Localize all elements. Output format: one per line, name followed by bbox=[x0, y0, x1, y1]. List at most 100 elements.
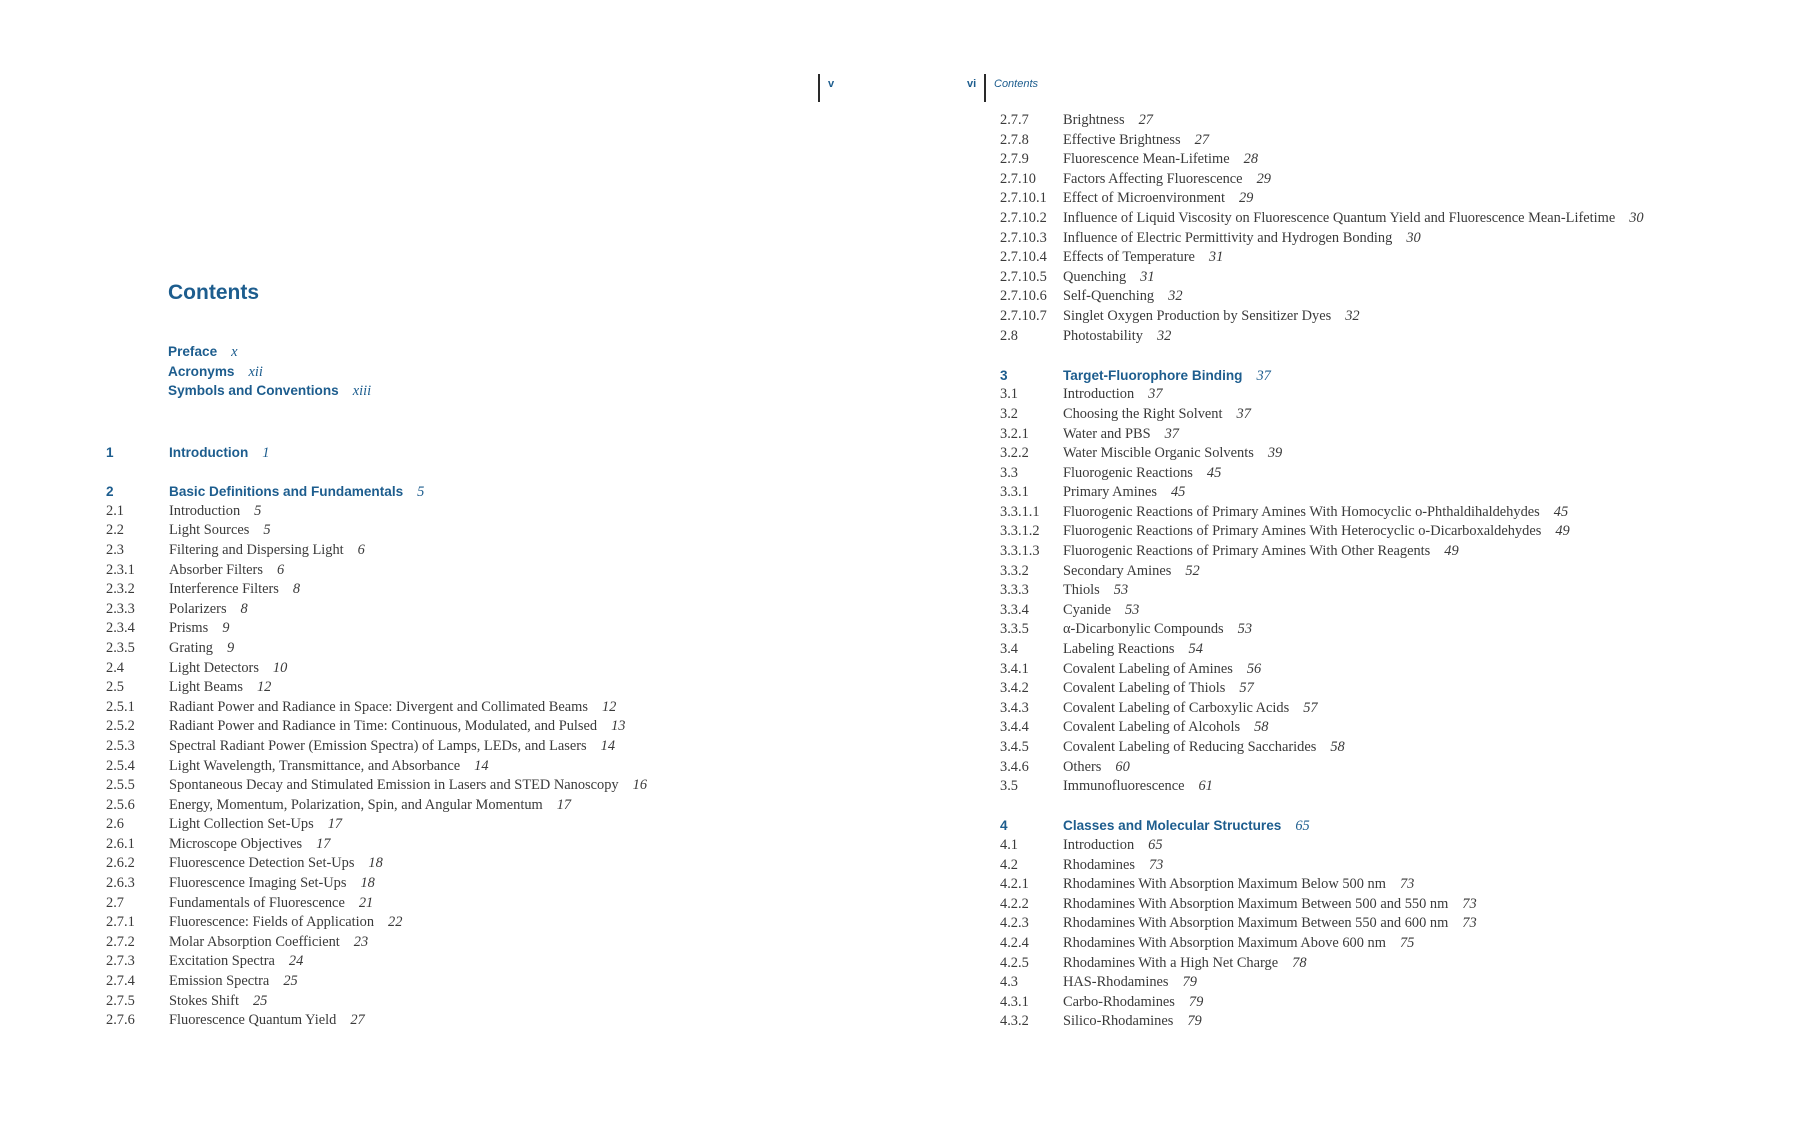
entry-page: 31 bbox=[1208, 249, 1224, 266]
entry-page: 75 bbox=[1399, 934, 1415, 951]
entry-label: Thiols bbox=[1063, 582, 1100, 599]
entry-page: 24 bbox=[288, 953, 304, 970]
entry-page: 65 bbox=[1148, 836, 1163, 853]
entry-text: Influence of Liquid Viscosity on Fluores… bbox=[1063, 209, 1644, 229]
entry-page: 9 bbox=[226, 639, 235, 656]
entry-number: 2.3.5 bbox=[106, 639, 135, 656]
entry-label: Light Wavelength, Transmittance, and Abs… bbox=[169, 757, 461, 774]
entry-label: Photostability bbox=[1063, 327, 1143, 344]
entry-number: 3.3.1 bbox=[1000, 484, 1029, 501]
entry-label: Rhodamines With Absorption Maximum Betwe… bbox=[1063, 915, 1449, 932]
entry-label: Water and PBS bbox=[1063, 425, 1151, 442]
entry-page: 18 bbox=[368, 855, 383, 872]
entry-number: 3.2.2 bbox=[1000, 445, 1029, 462]
entry-label: Symbols and Conventions bbox=[168, 383, 339, 399]
entry-label: Polarizers bbox=[169, 600, 227, 617]
entry-number: 2.7.5 bbox=[106, 992, 135, 1009]
entry-number: 4.1 bbox=[1000, 836, 1018, 853]
entry-page: 27 bbox=[350, 1012, 365, 1029]
entry-number: 2.3.1 bbox=[106, 561, 135, 578]
entry-page: 8 bbox=[292, 581, 301, 598]
entry-text: Radiant Power and Radiance in Space: Div… bbox=[169, 698, 616, 718]
entry-number: 2.7.2 bbox=[106, 933, 135, 950]
entry-label: Spontaneous Decay and Stimulated Emissio… bbox=[169, 777, 619, 794]
entry-number: 4.2.1 bbox=[1000, 876, 1029, 893]
entry-label: Factors Affecting Fluorescence bbox=[1063, 170, 1243, 187]
entry-label: Fluorogenic Reactions bbox=[1063, 464, 1193, 481]
entry-page: 49 bbox=[1444, 543, 1459, 560]
entry-label: Immunofluorescence bbox=[1063, 778, 1185, 795]
entry-label: Primary Amines bbox=[1063, 484, 1157, 501]
entry-number: 2.6 bbox=[106, 816, 124, 833]
entry-label: Prisms bbox=[169, 620, 209, 637]
header-rule bbox=[984, 74, 986, 102]
entry-page: 37 bbox=[1236, 405, 1251, 422]
entry-number: 4.2.2 bbox=[1000, 895, 1029, 912]
entry-page: 10 bbox=[272, 659, 288, 676]
entry-text: Covalent Labeling of Reducing Saccharide… bbox=[1063, 738, 1345, 758]
entry-text: Rhodamines With Absorption Maximum Below… bbox=[1063, 875, 1414, 895]
entry-label: Rhodamines With Absorption Maximum Above… bbox=[1063, 934, 1386, 951]
entry-page: 27 bbox=[1138, 112, 1153, 128]
entry-page: 61 bbox=[1198, 778, 1213, 795]
entry-text: Light Wavelength, Transmittance, and Abs… bbox=[169, 757, 489, 777]
right-page-number: vi bbox=[967, 78, 977, 90]
entry-number: 2.5.1 bbox=[106, 698, 135, 715]
entry-page: 5 bbox=[254, 502, 262, 519]
entry-page: 45 bbox=[1553, 503, 1569, 520]
header-rule bbox=[818, 74, 820, 102]
entry-text: Fluorogenic Reactions of Primary Amines … bbox=[1063, 503, 1568, 523]
entry-label: HAS-Rhodamines bbox=[1063, 974, 1169, 991]
entry-number: 2.7.1 bbox=[106, 914, 135, 931]
entry-text: Spectral Radiant Power (Emission Spectra… bbox=[169, 737, 615, 757]
right-page-header: vi Contents bbox=[960, 74, 1080, 102]
entry-page: 28 bbox=[1243, 151, 1259, 168]
entry-page: 52 bbox=[1185, 562, 1200, 579]
entry-page: 30 bbox=[1629, 209, 1644, 226]
entry-label: Fluorescence: Fields of Application bbox=[169, 914, 375, 931]
entry-label: Effect of Microenvironment bbox=[1063, 190, 1225, 207]
entry-label: Influence of Liquid Viscosity on Fluores… bbox=[1063, 209, 1616, 226]
entry-text: Fluorogenic Reactions of Primary Amines … bbox=[1063, 542, 1459, 562]
entry-page: 22 bbox=[388, 914, 403, 931]
entry-number: 3.2.1 bbox=[1000, 425, 1029, 442]
entry-label: Covalent Labeling of Reducing Saccharide… bbox=[1063, 739, 1317, 755]
entry-number: 3.4.4 bbox=[1000, 719, 1029, 736]
entry-label: Fluorogenic Reactions of Primary Amines … bbox=[1063, 503, 1540, 520]
entry-number: 3.3.5 bbox=[1000, 621, 1029, 638]
entry-number: 2.4 bbox=[106, 659, 124, 676]
entry-number: 4.2.3 bbox=[1000, 915, 1029, 932]
entry-text: Spontaneous Decay and Stimulated Emissio… bbox=[169, 776, 647, 796]
entry-page: 12 bbox=[601, 698, 617, 715]
entry-number: 3.5 bbox=[1000, 778, 1018, 795]
entry-page: 23 bbox=[353, 933, 369, 950]
entry-label: α-Dicarbonylic Compounds bbox=[1063, 621, 1224, 638]
entry-page: 14 bbox=[474, 757, 489, 774]
entry-label: Radiant Power and Radiance in Time: Cont… bbox=[169, 718, 598, 735]
entry-number: 3.2 bbox=[1000, 405, 1018, 422]
entry-page: 12 bbox=[256, 679, 272, 696]
entry-page: 79 bbox=[1187, 1013, 1202, 1030]
entry-text: Influence of Electric Permittivity and H… bbox=[1063, 229, 1421, 249]
entry-label: Cyanide bbox=[1063, 601, 1111, 618]
